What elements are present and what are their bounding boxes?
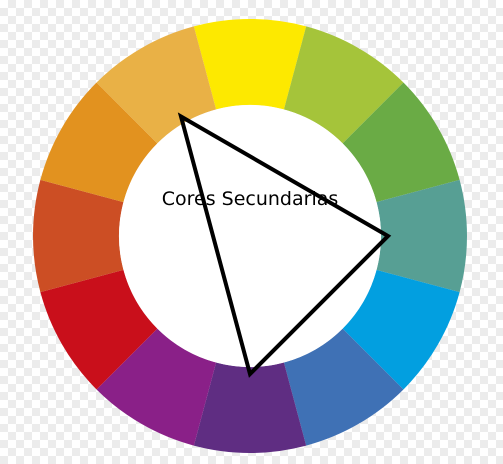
secondary-colors-triangle [177, 112, 392, 378]
wheel-segment-12 [96, 26, 217, 144]
wheel-segment-10 [32, 179, 124, 293]
wheel-segment-9 [40, 269, 158, 390]
wheel-center [119, 105, 381, 367]
wheel-segment-7 [193, 362, 307, 453]
wheel-segment-1 [193, 18, 307, 110]
wheel-segment-2 [283, 26, 404, 144]
wheel-segment-6 [283, 328, 404, 446]
wheel-segment-11 [40, 82, 158, 203]
wheel-segment-3 [342, 82, 460, 203]
wheel-segment-4 [376, 179, 467, 293]
triangle-label: Cores Secundarias [161, 188, 339, 210]
wheel-segment-8 [96, 328, 217, 446]
wheel-segment-5 [342, 269, 460, 390]
